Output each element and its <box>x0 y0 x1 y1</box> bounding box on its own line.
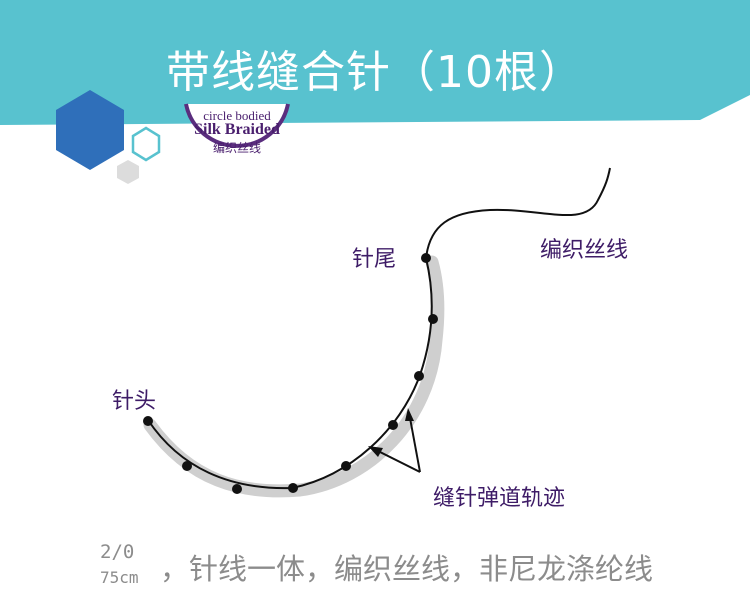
banner-shape <box>0 0 750 125</box>
needle-dot <box>232 484 242 494</box>
badge-ring <box>184 103 290 148</box>
title-banner <box>0 0 750 125</box>
braided-thread <box>425 167 611 259</box>
hexagon-decoration <box>56 90 161 184</box>
badge-line-2: Silk Braided <box>194 121 280 138</box>
needle-point-dot <box>143 416 153 426</box>
needle-tail-dot <box>421 253 431 263</box>
small-teal-hexagon-outline <box>131 126 161 162</box>
badge-line-1: circle bodied <box>203 108 271 123</box>
track-pointer-arrows <box>368 408 421 473</box>
needle-dot <box>341 461 351 471</box>
braided-thread-label: 编织丝线 <box>540 238 629 263</box>
needle-track-shadow <box>143 255 445 498</box>
needle-dot <box>388 420 398 430</box>
suture-size: 2/0 <box>100 541 135 563</box>
needle-dot <box>428 314 438 324</box>
needle-tail-label: 针尾 <box>352 247 397 272</box>
silk-braided-badge: circle bodied Silk Braided 编织丝线 <box>180 96 294 168</box>
small-gray-hexagon <box>117 160 139 184</box>
needle-dot <box>288 483 298 493</box>
needle-track-label: 缝针弹道轨迹 <box>433 486 566 511</box>
needle-head-label: 针头 <box>112 389 157 414</box>
large-blue-hexagon <box>56 90 124 170</box>
page-title: 带线缝合针（10根） <box>166 47 584 98</box>
suture-length: 75cm <box>100 568 139 587</box>
suture-needle <box>147 257 433 490</box>
badge-line-3: 编织丝线 <box>212 141 261 155</box>
needle-dot <box>414 371 424 381</box>
product-description: ，针线一体，编织丝线，非尼龙涤纶线 <box>160 552 654 586</box>
needle-dot <box>182 461 192 471</box>
